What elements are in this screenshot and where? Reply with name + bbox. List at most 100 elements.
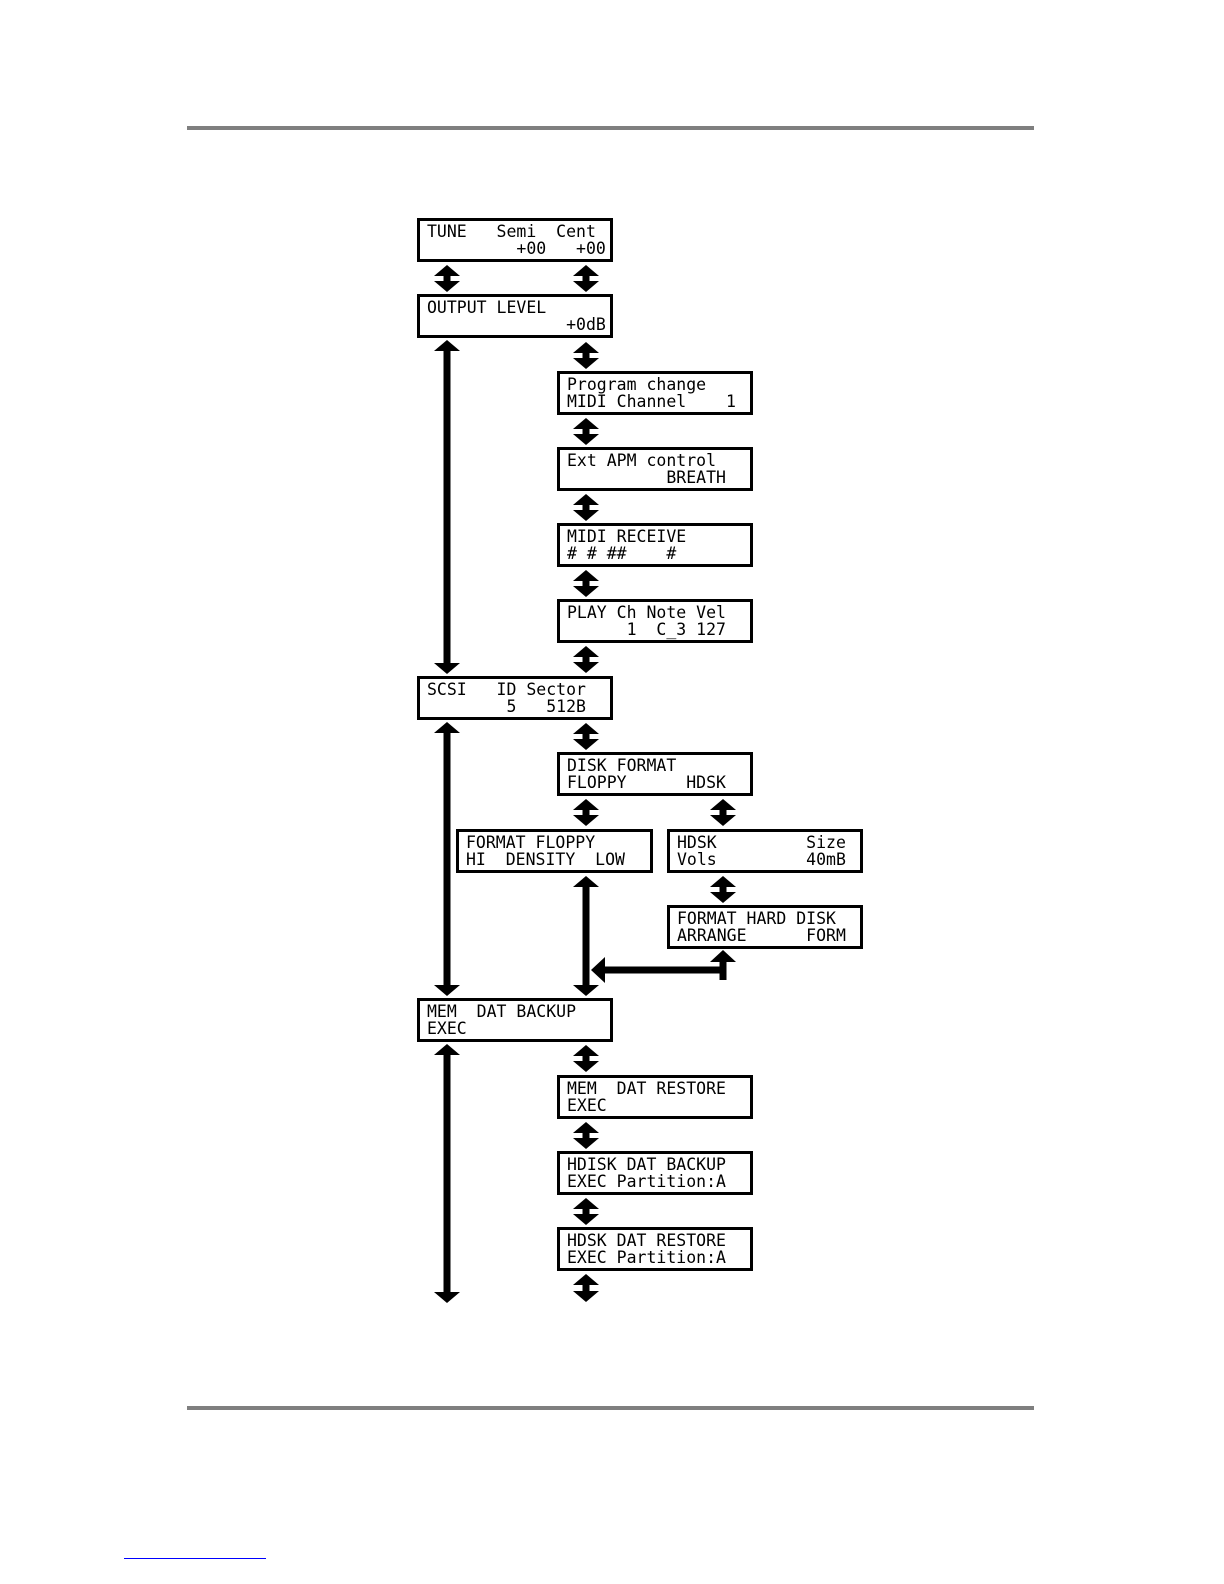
formathd-return-head-left	[591, 957, 605, 983]
output-scsi-bypass-arrow-shaft	[443, 350, 451, 664]
ext-midi-arrow-head-down	[573, 510, 599, 521]
scsi-line2: 5 512B	[427, 697, 586, 716]
floppy-backup-arrow-head-down	[573, 985, 599, 996]
format-floppy-screen[interactable]: FORMAT FLOPPY HI DENSITY LOW	[456, 829, 653, 873]
footnote-separator	[124, 1558, 266, 1559]
mem-dat-backup-line2: EXEC	[427, 1019, 467, 1038]
scsi-backup-bypass-arrow-shaft	[443, 732, 451, 986]
ext-apm-line1: Ext APM control	[567, 451, 717, 470]
output-level-line1: OUTPUT LEVEL	[427, 298, 547, 317]
hdisk-dat-backup-line1: HDISK DAT BACKUP	[567, 1155, 726, 1174]
mem-dat-restore-screen[interactable]: MEM DAT RESTORE EXEC	[557, 1075, 753, 1119]
midi-receive-line1: MIDI RECEIVE	[567, 527, 687, 546]
output-program-arrow-head-down	[573, 358, 599, 369]
midi-receive-line2: # # ## #	[567, 544, 677, 563]
scsi-diskformat-arrow-shaft	[582, 733, 590, 740]
tune-output-right-arrow-head-up	[573, 265, 599, 276]
midi-play-arrow-head-down	[573, 586, 599, 597]
output-program-arrow-shaft	[582, 352, 590, 359]
backup-restore-arrow-shaft	[582, 1055, 590, 1062]
backup-restore-arrow-head-down	[573, 1061, 599, 1072]
format-floppy-line2: HI DENSITY LOW	[466, 850, 625, 869]
disk-format-line2: FLOPPY HDSK	[567, 773, 726, 792]
tune-line1: TUNE Semi Cent	[427, 222, 596, 241]
disk-format-screen[interactable]: DISK FORMAT FLOPPY HDSK	[557, 752, 753, 796]
mem-dat-restore-line2: EXEC	[567, 1096, 607, 1115]
program-ext-arrow-head-down	[573, 434, 599, 445]
hdisk-dat-backup-line2: EXEC Partition:A	[567, 1172, 726, 1191]
format-hard-disk-line2: ARRANGE FORM	[677, 926, 846, 945]
program-change-screen[interactable]: Program change MIDI Channel 1	[557, 371, 753, 415]
play-screen[interactable]: PLAY Ch Note Vel 1 C_3 127	[557, 599, 753, 643]
hdsk-formathd-arrow-head-up	[710, 876, 736, 887]
scsi-diskformat-arrow-head-down	[573, 739, 599, 750]
formathd-return-head-up	[710, 950, 736, 962]
hdiskbackup-hdskrestore-arrow-shaft	[582, 1208, 590, 1215]
mem-dat-backup-screen[interactable]: MEM DAT BACKUP EXEC	[417, 998, 613, 1042]
backup-next-bypass-arrow-head-down	[434, 1292, 460, 1303]
hdskrestore-next-arrow-head-down	[573, 1291, 599, 1302]
mem-dat-restore-line1: MEM DAT RESTORE	[567, 1079, 726, 1098]
ext-apm-line2: BREATH	[567, 468, 726, 487]
program-change-line2: MIDI Channel 1	[567, 392, 736, 411]
backup-restore-arrow-head-up	[573, 1045, 599, 1056]
play-scsi-arrow-head-up	[573, 646, 599, 657]
scsi-line1: SCSI ID Sector	[427, 680, 586, 699]
format-floppy-line1: FORMAT FLOPPY	[466, 833, 596, 852]
midi-play-arrow-shaft	[582, 580, 590, 587]
play-line2: 1 C_3 127	[567, 620, 726, 639]
output-level-screen[interactable]: OUTPUT LEVEL +0dB	[417, 294, 613, 338]
restore-hdiskbackup-arrow-shaft	[582, 1132, 590, 1139]
program-change-line1: Program change	[567, 375, 707, 394]
floppy-backup-arrow-shaft	[582, 886, 590, 986]
hdskrestore-next-arrow-head-up	[573, 1274, 599, 1285]
play-line1: PLAY Ch Note Vel	[567, 603, 726, 622]
mem-dat-backup-line1: MEM DAT BACKUP	[427, 1002, 577, 1021]
midi-play-arrow-head-up	[573, 570, 599, 581]
output-scsi-bypass-arrow-head-down	[434, 663, 460, 674]
output-level-line2: +0dB	[427, 315, 606, 334]
format-hard-disk-screen[interactable]: FORMAT HARD DISK ARRANGE FORM	[667, 905, 863, 949]
tune-output-left-arrow-shaft	[443, 275, 451, 282]
footer-rule	[187, 1406, 1034, 1410]
ext-midi-arrow-shaft	[582, 504, 590, 511]
output-program-arrow-head-up	[573, 342, 599, 353]
diskformat-hdsk-arrow-head-up	[710, 799, 736, 810]
scsi-backup-bypass-arrow-head-up	[434, 722, 460, 733]
diskformat-floppy-arrow-head-down	[573, 815, 599, 826]
tune-output-left-arrow-head-up	[434, 265, 460, 276]
play-scsi-arrow-shaft	[582, 656, 590, 663]
hdiskbackup-hdskrestore-arrow-head-down	[573, 1214, 599, 1225]
diskformat-floppy-arrow-shaft	[582, 809, 590, 816]
backup-next-bypass-arrow-head-up	[434, 1044, 460, 1055]
diskformat-floppy-arrow-head-up	[573, 799, 599, 810]
formathd-return-horizontal	[604, 966, 727, 974]
tune-output-right-arrow-shaft	[582, 275, 590, 282]
output-scsi-bypass-arrow-head-up	[434, 340, 460, 351]
scsi-diskformat-arrow-head-up	[573, 723, 599, 734]
ext-apm-control-screen[interactable]: Ext APM control BREATH	[557, 447, 753, 491]
backup-next-bypass-arrow-shaft	[443, 1054, 451, 1293]
diskformat-hdsk-arrow-head-down	[710, 815, 736, 826]
hdsk-formathd-arrow-shaft	[719, 886, 727, 893]
ext-midi-arrow-head-up	[573, 494, 599, 505]
hdsk-dat-restore-line1: HDSK DAT RESTORE	[567, 1231, 726, 1250]
hdsk-formathd-arrow-head-down	[710, 892, 736, 903]
hdsk-dat-restore-screen[interactable]: HDSK DAT RESTORE EXEC Partition:A	[557, 1227, 753, 1271]
hdisk-dat-backup-screen[interactable]: HDISK DAT BACKUP EXEC Partition:A	[557, 1151, 753, 1195]
tune-output-left-arrow-head-down	[434, 281, 460, 292]
hdiskbackup-hdskrestore-arrow-head-up	[573, 1198, 599, 1209]
diskformat-hdsk-arrow-shaft	[719, 809, 727, 816]
scsi-screen[interactable]: SCSI ID Sector 5 512B	[417, 676, 613, 720]
tune-screen[interactable]: TUNE Semi Cent +00 +00	[417, 218, 613, 262]
disk-format-line1: DISK FORMAT	[567, 756, 677, 775]
hdsk-dat-restore-line2: EXEC Partition:A	[567, 1248, 726, 1267]
header-rule	[187, 126, 1034, 130]
hdsk-size-screen[interactable]: HDSK Size Vols 40mB	[667, 829, 863, 873]
play-scsi-arrow-head-down	[573, 662, 599, 673]
scsi-backup-bypass-arrow-head-down	[434, 985, 460, 996]
hdskrestore-next-arrow-shaft	[582, 1284, 590, 1292]
midi-receive-screen[interactable]: MIDI RECEIVE # # ## #	[557, 523, 753, 567]
restore-hdiskbackup-arrow-head-up	[573, 1122, 599, 1133]
